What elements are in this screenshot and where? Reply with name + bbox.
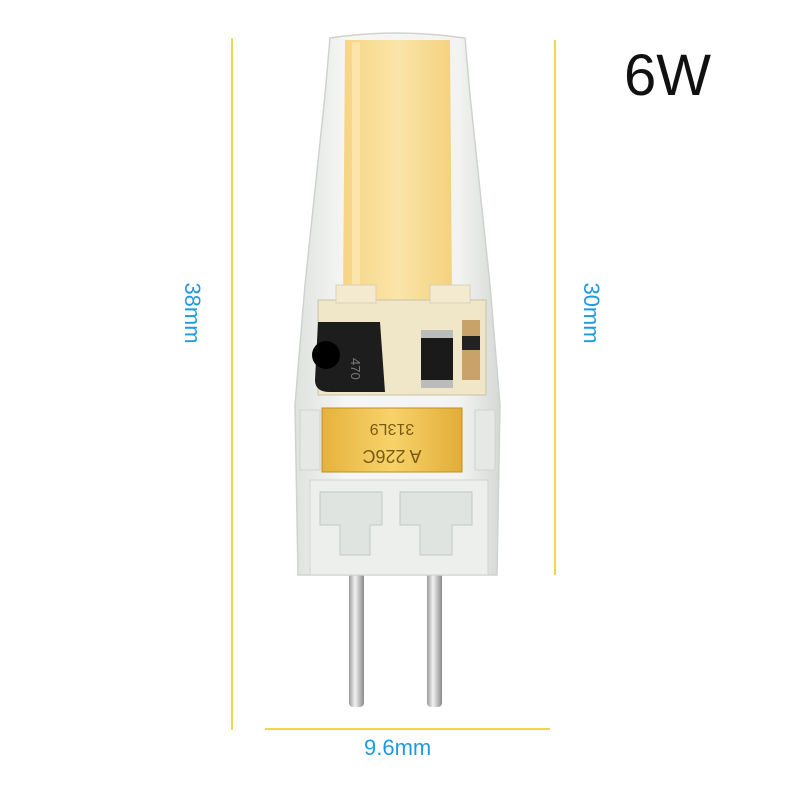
right-pin (427, 555, 442, 707)
inductor-marking: 470 (348, 358, 363, 380)
cob-led-chip (343, 40, 452, 300)
left-pin (349, 555, 364, 707)
power-rating-label: 6W (624, 43, 711, 108)
body-height-dimension-line (554, 40, 556, 575)
width-label: 9.6mm (364, 735, 432, 760)
inductor (315, 322, 385, 392)
diode (421, 336, 453, 382)
capacitor-marking-2: A 226C (362, 446, 421, 466)
width-dimension-line (265, 728, 550, 730)
capacitor-marking-1: 313L9 (370, 420, 415, 437)
total-height-dimension-line (231, 38, 233, 730)
tantalum-capacitor (321, 407, 463, 473)
